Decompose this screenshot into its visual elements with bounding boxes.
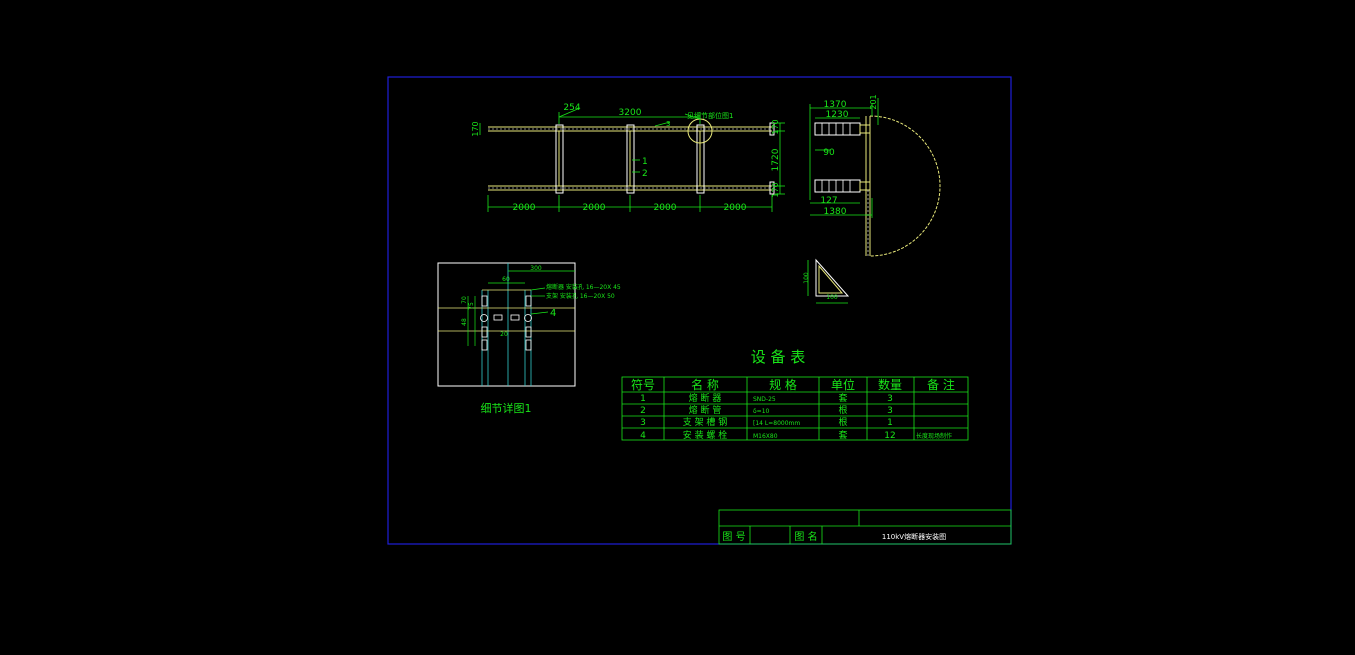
table-cell-qty: 3 — [887, 394, 893, 404]
plan-callout-2: 2 — [642, 169, 648, 179]
plan-detail-ref: 见细节部位图1 — [687, 111, 733, 120]
plan-callout-1: 1 — [642, 157, 648, 167]
table-header-qty: 数量 — [878, 377, 902, 392]
side-view — [814, 115, 941, 257]
table-header-note: 备 注 — [927, 377, 955, 392]
plan-dim-right-top: 170 — [771, 119, 780, 134]
detail-caption: 细节详图1 — [481, 401, 532, 415]
title-block-drawing-name: 110kV熔断器安装图 — [882, 532, 946, 541]
table-cell-qty: 12 — [884, 431, 895, 441]
table-cell-name: 安 装 螺 栓 — [683, 429, 728, 441]
detail-note-1: 熔断器 安装孔 16—20X 45 — [546, 283, 621, 291]
table-cell-name: 熔 断 器 — [689, 392, 722, 404]
plan-dim-right-mid: 1720 — [771, 148, 781, 171]
title-block — [718, 509, 1012, 545]
table-cell-note: 长度现场制作 — [916, 432, 952, 440]
table-cell-name: 支 架 槽 钢 — [683, 416, 728, 428]
side-dim-127: 127 — [820, 196, 837, 206]
table-cell-spec: δ=10 — [753, 408, 770, 415]
table-header-unit: 单位 — [831, 377, 855, 392]
table-cell-unit: 套 — [838, 429, 847, 441]
plan-dim-right-bot: 170 — [771, 182, 780, 197]
plan-dim-bottom-4: 2000 — [724, 203, 747, 213]
title-block-drawing-no-label: 图 号 — [722, 531, 745, 543]
plan-dim-top-span: 3200 — [619, 108, 642, 118]
equipment-table — [621, 376, 969, 441]
table-header-spec: 规 格 — [769, 377, 797, 392]
table-header-name: 名 称 — [691, 377, 719, 392]
table-cell-qty: 1 — [887, 418, 893, 428]
detail-dim-300: 300 — [530, 265, 542, 272]
table-cell-name: 熔 断 管 — [689, 404, 722, 416]
detail-dim-60: 60 — [502, 276, 510, 283]
plan-dim-bottom-3: 2000 — [654, 203, 677, 213]
plan-dim-bottom-2: 2000 — [583, 203, 606, 213]
plan-dim-bottom-1: 2000 — [513, 203, 536, 213]
table-cell-spec: [14 L=8000mm — [753, 420, 800, 427]
table-cell-symbol: 2 — [640, 406, 646, 416]
plan-dim-top-small: 254 — [563, 103, 580, 113]
detail-dim-a: 75 — [468, 302, 475, 310]
detail-dim-70: 70 — [461, 296, 468, 304]
plan-view-dimensions — [479, 107, 785, 212]
detail-view — [437, 262, 576, 387]
side-dim-1230: 1230 — [826, 110, 849, 120]
drawing-frame — [387, 76, 1012, 545]
detail-dim-b: 20 — [500, 331, 508, 338]
detail-dim-48: 48 — [461, 318, 468, 326]
side-dim-90: 90 — [823, 148, 835, 158]
equipment-table-title: 设 备 表 — [751, 348, 806, 366]
title-block-drawing-name-label: 图 名 — [794, 530, 817, 543]
side-dim-1370: 1370 — [824, 100, 847, 110]
table-cell-symbol: 4 — [640, 431, 646, 441]
detail-note-2: 支架 安装孔 16—20X 50 — [546, 292, 615, 300]
bracket-view — [807, 258, 850, 304]
table-cell-qty: 3 — [887, 406, 893, 416]
side-view-dimensions — [809, 98, 879, 218]
bracket-dim-w: 100 — [826, 294, 838, 301]
side-dim-1380: 1380 — [824, 207, 847, 217]
table-cell-unit: 根 — [838, 404, 847, 416]
plan-view — [488, 118, 775, 195]
side-dim-201: 201 — [869, 94, 878, 109]
plan-callout-3: 3 — [666, 120, 670, 128]
table-cell-symbol: 1 — [640, 394, 646, 404]
equipment-table-rows: 1 熔 断 器 SND-25 套 3 2 熔 断 管 δ=10 根 3 3 支 架 槽 钢 [14 L=… — [640, 392, 952, 441]
table-header-symbol: 符号 — [631, 377, 655, 392]
table-cell-spec: M16X80 — [753, 433, 778, 440]
table-cell-symbol: 3 — [640, 418, 646, 428]
table-cell-unit: 根 — [838, 416, 847, 428]
table-cell-spec: SND-25 — [753, 396, 776, 403]
plan-dim-left: 170 — [471, 121, 480, 136]
table-cell-unit: 套 — [838, 392, 847, 404]
bracket-dim-h: 100 — [803, 272, 810, 284]
detail-callout-4: 4 — [550, 308, 556, 319]
